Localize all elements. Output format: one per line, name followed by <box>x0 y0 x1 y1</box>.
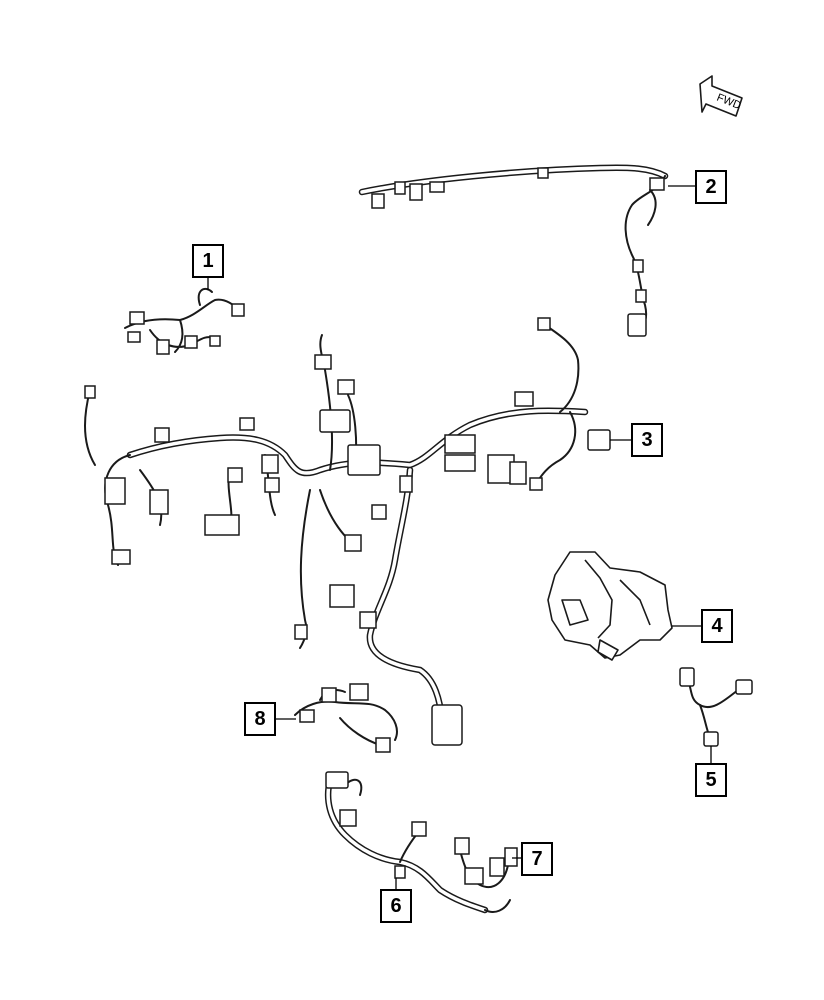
part-2-harness <box>358 164 669 337</box>
part-1-harness <box>124 287 245 355</box>
callout-4: 4 <box>672 609 733 643</box>
callout-3: 3 <box>610 423 663 457</box>
part-8-harness <box>294 683 398 753</box>
callout-4-label: 4 <box>711 615 723 637</box>
callout-6: 6 <box>380 878 412 923</box>
part-5-jumper <box>679 667 753 747</box>
callout-2: 2 <box>668 170 727 204</box>
callout-8-label: 8 <box>254 708 265 730</box>
fwd-arrow-icon <box>699 75 743 117</box>
callout-1-label: 1 <box>202 250 213 272</box>
callout-3-label: 3 <box>641 429 652 451</box>
callout-5: 5 <box>695 746 727 797</box>
fwd-arrow-indicator: FWD <box>699 75 743 117</box>
part-7-harness <box>454 837 518 913</box>
callout-6-label: 6 <box>390 895 401 917</box>
part-3-harness <box>84 317 611 746</box>
part-4-bracket <box>547 551 673 661</box>
callout-1: 1 <box>192 244 224 290</box>
callout-7-label: 7 <box>531 848 542 870</box>
callout-2-label: 2 <box>705 176 716 198</box>
part-6-harness <box>324 771 489 914</box>
callout-7: 7 <box>512 842 553 876</box>
callout-8: 8 <box>244 702 296 736</box>
callout-5-label: 5 <box>705 769 716 791</box>
